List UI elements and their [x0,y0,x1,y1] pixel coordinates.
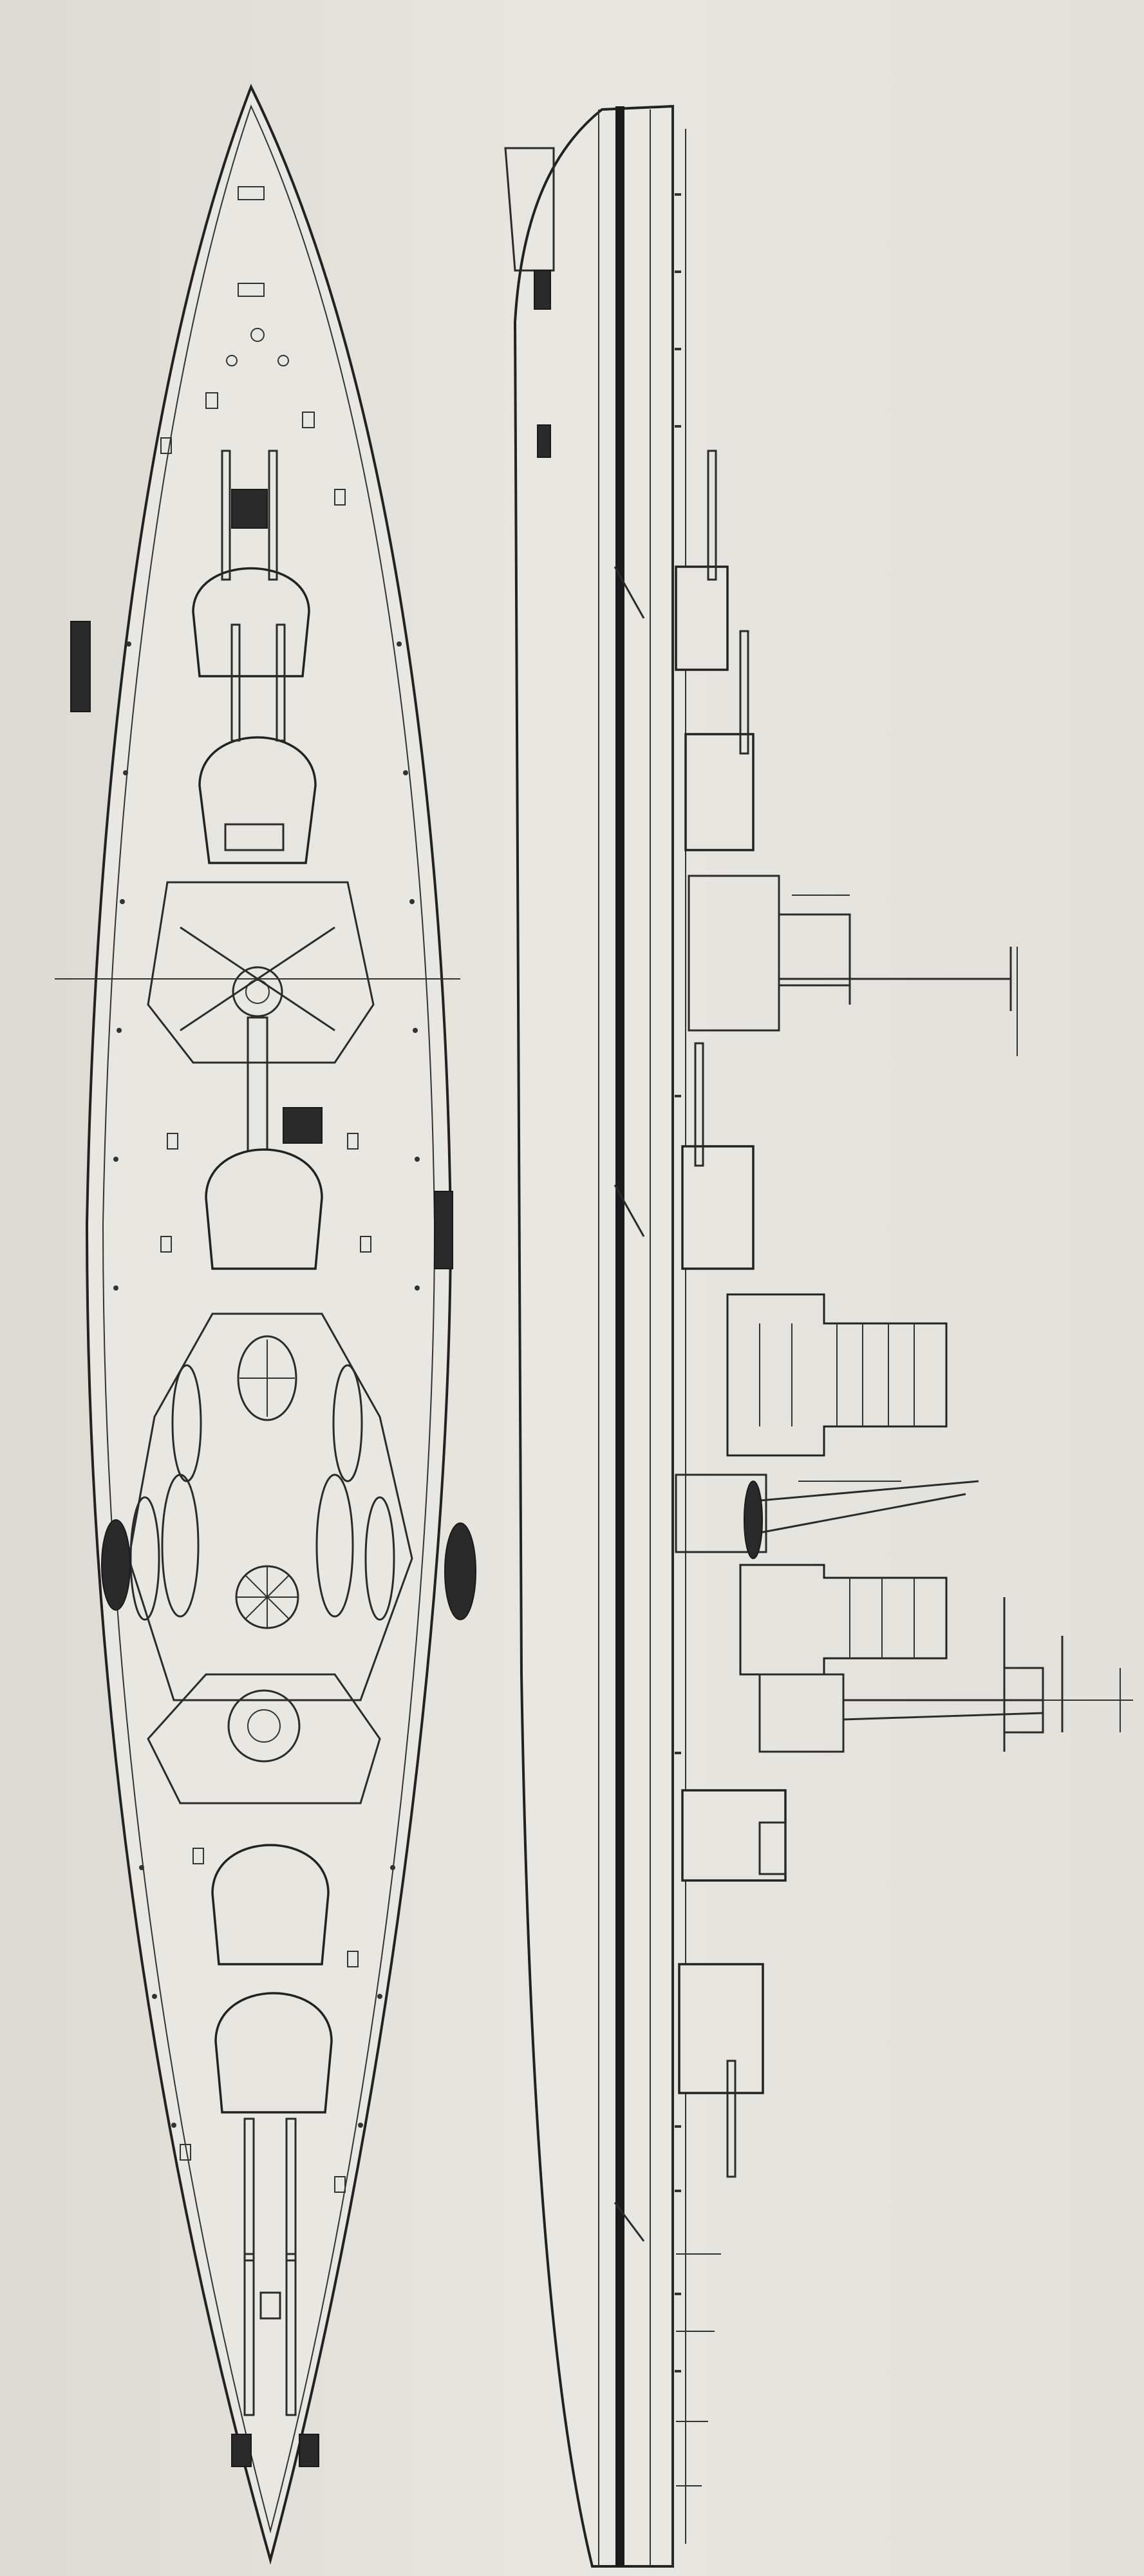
plan-turret-x [211,1844,330,1965]
plan-hull-outline [85,84,453,2565]
plan-turret-a [192,450,310,677]
elevation-turret-x [681,1789,787,1882]
plan-starboard-boom [434,1191,453,1269]
elevation-waterline-stripe [615,106,624,2566]
plan-stern-fittings [231,2253,319,2467]
elevation-turret-midship [681,1042,755,1270]
plan-port-boom [70,621,91,712]
elevation-mainmast [758,1597,1133,1753]
plan-boat-deck [101,1312,476,1763]
elevation-foremast [688,875,1018,1056]
plan-turret-b [198,623,317,864]
plan-aft-superstructure [147,1673,381,1804]
plan-view [55,84,476,2565]
elevation-forward-funnel [726,1293,948,1457]
elevation-turret-b [684,630,755,851]
elevation-view [504,104,1133,2568]
elevation-turret-a [675,450,729,671]
plan-turret-y [214,1992,333,2262]
side-caption [1114,135,1140,1230]
elevation-hull [513,104,674,2568]
elevation-boat-crane [675,1473,979,1559]
elevation-aft-funnel [739,1564,948,1676]
elevation-turret-y [678,1963,764,2178]
plan-turret-midship [205,1107,323,1270]
